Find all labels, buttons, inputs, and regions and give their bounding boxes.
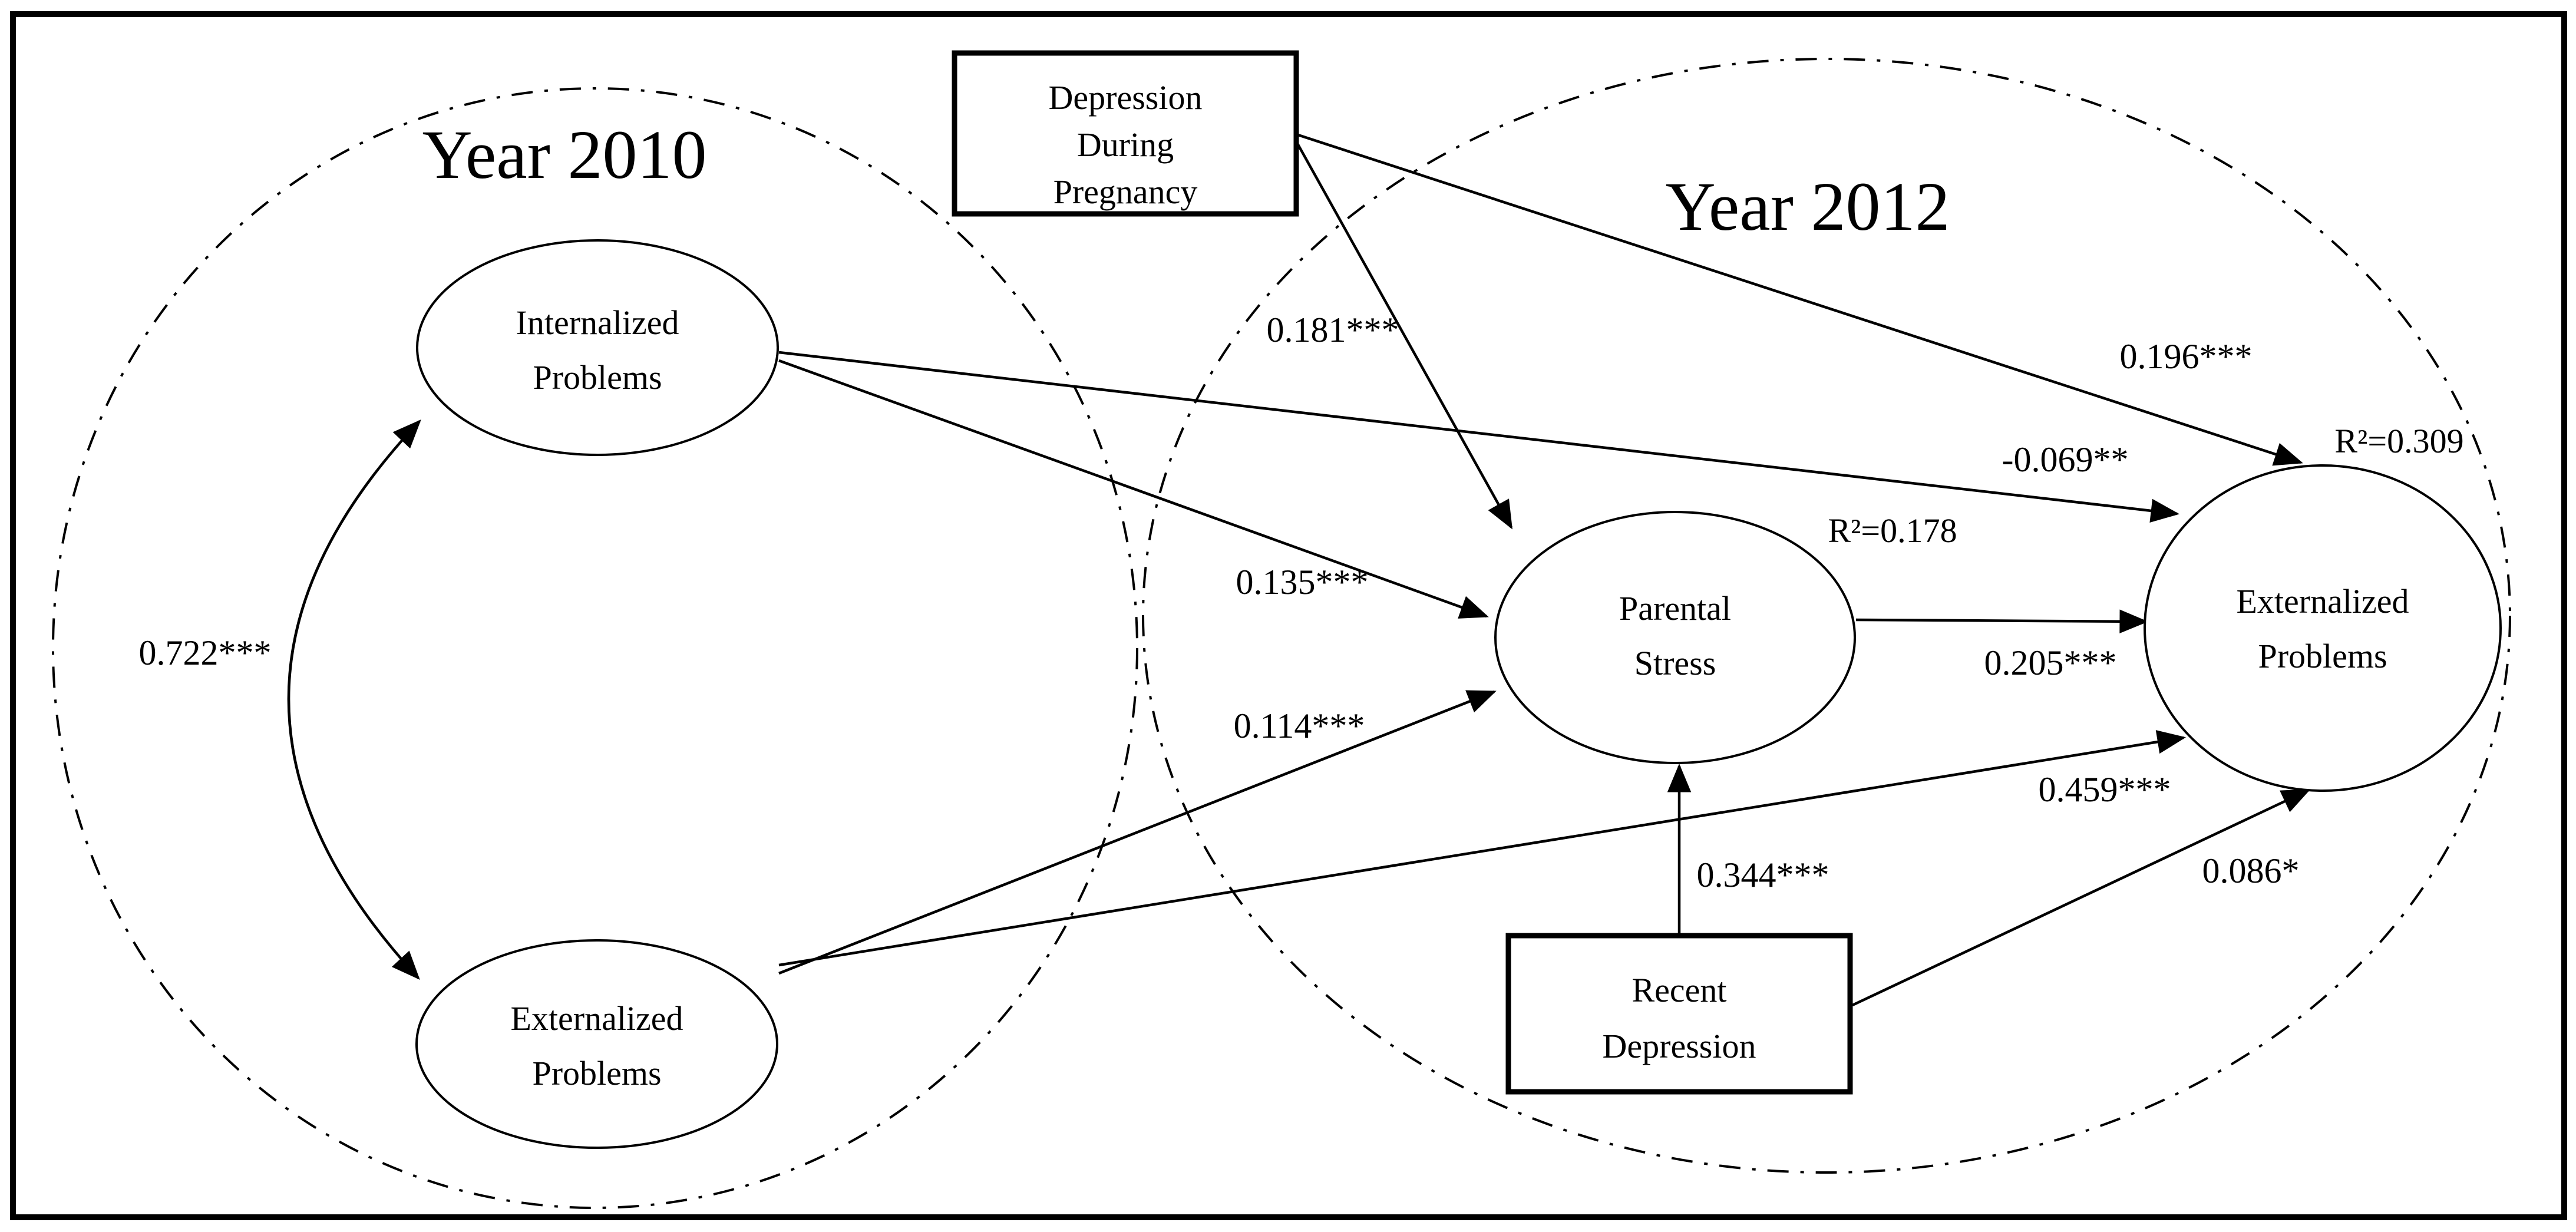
coef-label-internalized-to-parental-stress: 0.135*** [1236,563,1369,602]
observed-box [1505,933,1853,1095]
year-2010-boundary [52,87,1138,1209]
path-arrow-parental-stress-to-externalized-2012 [1855,609,2149,633]
node-label-line: Recent [1632,971,1726,1009]
coef-label-parental-stress-to-externalized-2012: 0.205*** [1984,643,2117,682]
path-arrow-recent-depression-to-externalized-2012 [1852,788,2311,1007]
coef-label-covariance-internalized-externalized: 0.722*** [139,633,272,672]
node-label-line: Problems [533,358,662,397]
node-label-line: Pregnancy [1053,173,1198,211]
observed-box [952,50,1299,217]
node-label-line: Stress [1634,644,1716,682]
coef-label-pregnancy-to-parental-stress: 0.181*** [1267,311,1399,349]
node-label-line: Externalized [510,999,683,1038]
coef-label-pregnancy-to-externalized-2012: 0.196*** [2120,337,2253,376]
node-recent-depression: Recent Depression [1505,933,1853,1095]
path-arrow-internalized-to-parental-stress [778,359,1489,619]
year-2010-label: Year 2010 [422,116,707,193]
node-label-line: Depression [1603,1027,1756,1065]
coef-label-recent-depression-to-parental-stress: 0.344*** [1697,856,1829,894]
year-2012-label: Year 2012 [1666,168,1950,245]
r-squared-label-parental-stress: R²=0.178 [1828,511,1957,550]
latent-ellipse [415,939,778,1149]
covariance-double-arrow-internalized-externalized [287,420,421,980]
node-label-line: Problems [532,1054,661,1092]
coef-label-externalized-2010-to-parental-stress: 0.114*** [1234,706,1365,745]
path-arrow-internalized-to-externalized-2012 [778,351,2180,523]
node-label-line: Externalized [2236,582,2409,620]
node-externalized-problems-2012: Externalized Problems [2144,464,2502,792]
path-arrow-externalized-2010-to-externalized-2012 [778,730,2186,967]
node-label-line: During [1077,125,1174,164]
coef-label-internalized-to-externalized-2012: -0.069** [2002,440,2129,479]
year-2012-boundary [1142,58,2511,1174]
node-label-line: Internalized [516,303,679,342]
coef-label-externalized-2010-to-externalized-2012: 0.459*** [2039,770,2171,809]
node-label-line: Problems [2258,637,2387,675]
latent-ellipse [1494,511,1856,764]
node-internalized-problems-2010: Internalized Problems [416,239,779,456]
node-externalized-problems-2010: Externalized Problems [415,939,778,1149]
path-arrow-pregnancy-to-parental-stress [1295,140,1512,530]
figure-border [10,11,2567,1220]
path-arrow-externalized-2010-to-parental-stress [778,690,1497,975]
node-label-line: Parental [1619,589,1731,627]
node-parental-stress: Parental Stress [1494,511,1856,764]
node-label-line: Depression [1049,78,1203,117]
latent-ellipse [416,239,779,456]
r-squared-label-externalized-2012: R²=0.309 [2334,422,2463,460]
latent-ellipse [2144,464,2502,792]
path-arrow-pregnancy-to-externalized-2012 [1296,133,2303,466]
node-depression-during-pregnancy: Depression During Pregnancy [952,50,1299,217]
coef-label-recent-depression-to-externalized-2012: 0.086* [2202,851,2300,890]
